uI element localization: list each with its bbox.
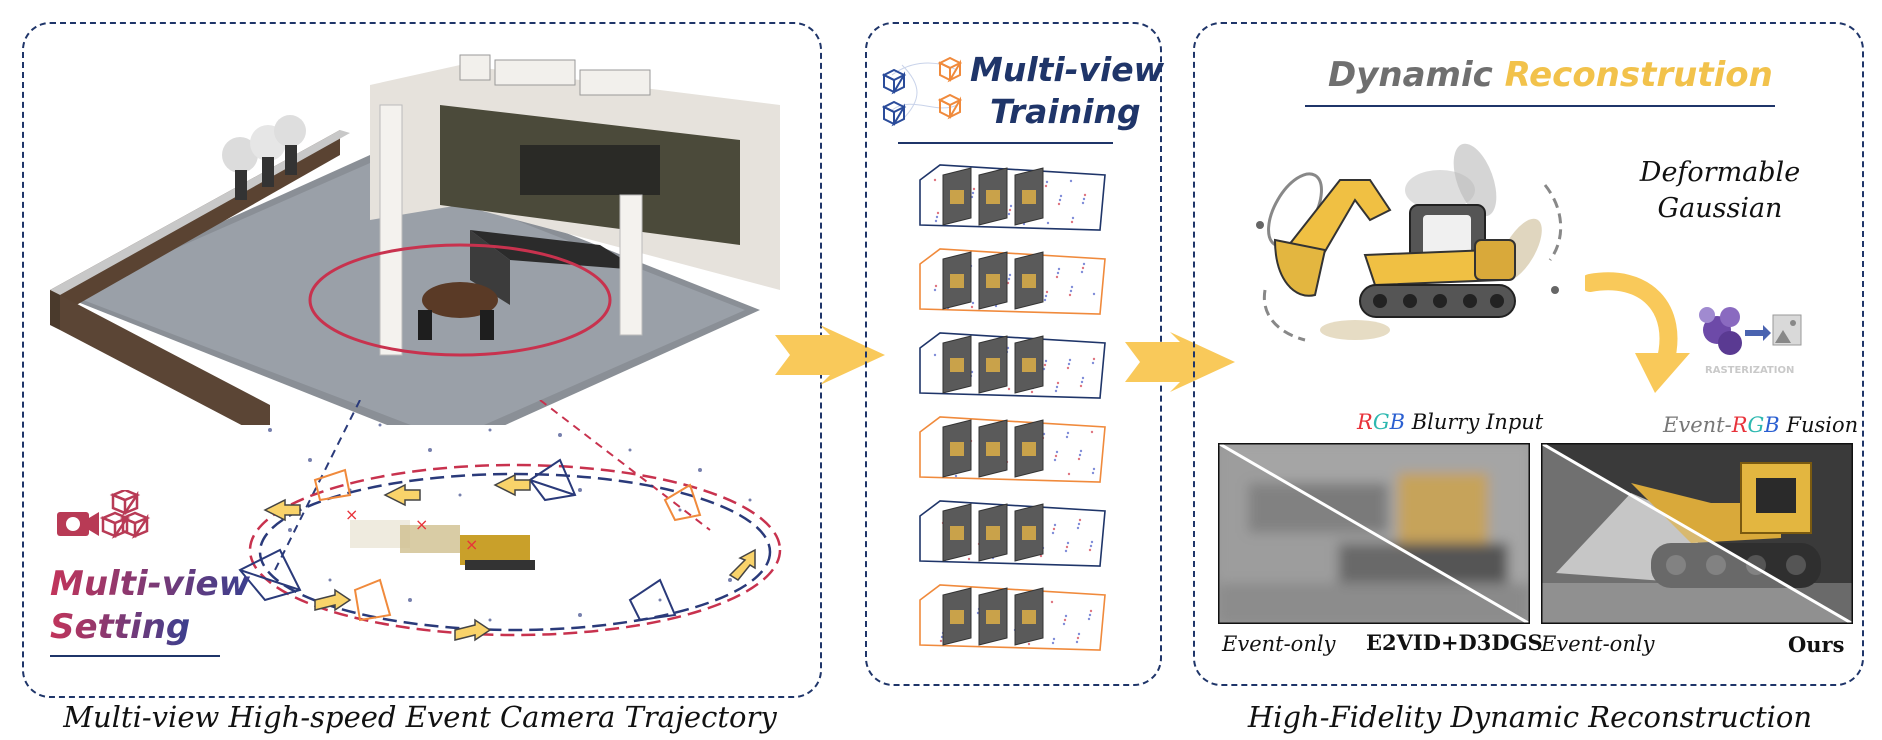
rasterization-icon: RASTERIZATION	[1699, 307, 1802, 376]
right-header-b: B	[1764, 413, 1780, 437]
right-header-prefix: Event-	[1663, 413, 1732, 437]
right-image-header: Event-RGB Fusion	[1663, 413, 1858, 437]
setting-title: Multi-view Setting	[50, 564, 251, 657]
method-label-line1: Deformable	[1639, 157, 1801, 188]
reconstruction-title-word1: Dynamic	[1328, 55, 1493, 95]
svg-text:×: ×	[415, 515, 428, 534]
svg-text:×: ×	[465, 535, 478, 554]
left-header-rest: Blurry Input	[1405, 410, 1544, 434]
reconstruction-panel	[1193, 22, 1864, 686]
right-header-g: G	[1747, 413, 1765, 437]
left-header-g: G	[1372, 410, 1390, 434]
right-header-rest: Fusion	[1779, 413, 1859, 437]
setting-title-line2: Setting	[50, 607, 190, 647]
right-bottom-label: Event-only	[1541, 632, 1655, 656]
event-frame-stack	[919, 248, 1106, 315]
deformable-gaussian-label: Deformable Gaussian	[1620, 155, 1820, 227]
right-bottom-method: Ours	[1788, 632, 1845, 657]
reconstruction-title: Dynamic Reconstrution	[1328, 55, 1773, 95]
camera-trajectory-illustration: × × ×	[238, 400, 782, 642]
svg-text:×: ×	[345, 505, 358, 524]
room-scene-illustration	[50, 54, 780, 425]
training-title-line1: Multi-view	[970, 50, 1165, 89]
training-title-underline	[898, 142, 1113, 144]
event-frame-stack	[919, 332, 1106, 399]
reconstruction-title-underline	[1305, 105, 1775, 107]
event-frame-stacks	[919, 164, 1106, 651]
network-cubes-icon	[882, 56, 963, 127]
reconstruction-caption: High-Fidelity Dynamic Reconstruction	[1247, 700, 1813, 734]
fusion-output-image	[1541, 443, 1853, 624]
left-bottom-label: Event-only	[1222, 632, 1336, 656]
left-image-header: RGB Blurry Input	[1357, 410, 1543, 434]
event-frame-stack	[919, 164, 1106, 231]
setting-title-line1: Multi-view	[50, 564, 251, 604]
arrow-right-icon	[775, 325, 885, 385]
blurry-input-image	[1218, 443, 1530, 624]
left-header-r: R	[1357, 410, 1373, 434]
right-header-r: R	[1731, 413, 1748, 437]
left-bottom-method: E2VID+D3DGS	[1366, 630, 1543, 655]
training-title-line2: Training	[990, 92, 1141, 131]
event-frame-stack	[919, 416, 1106, 483]
left-header-b: B	[1389, 410, 1406, 434]
reconstruction-title-word2: Reconstrution	[1504, 55, 1773, 95]
method-label-line2: Gaussian	[1657, 193, 1783, 224]
excavator-icon	[1256, 143, 1563, 342]
event-frame-stack	[919, 500, 1106, 567]
camera-cube-icon	[57, 490, 151, 539]
arrow-right-icon	[1125, 332, 1235, 392]
setting-caption: Multi-view High-speed Event Camera Traje…	[63, 700, 777, 734]
rasterization-label: RASTERIZATION	[1705, 365, 1794, 376]
event-frame-stack	[919, 584, 1106, 651]
curved-arrow-icon	[1585, 272, 1690, 393]
